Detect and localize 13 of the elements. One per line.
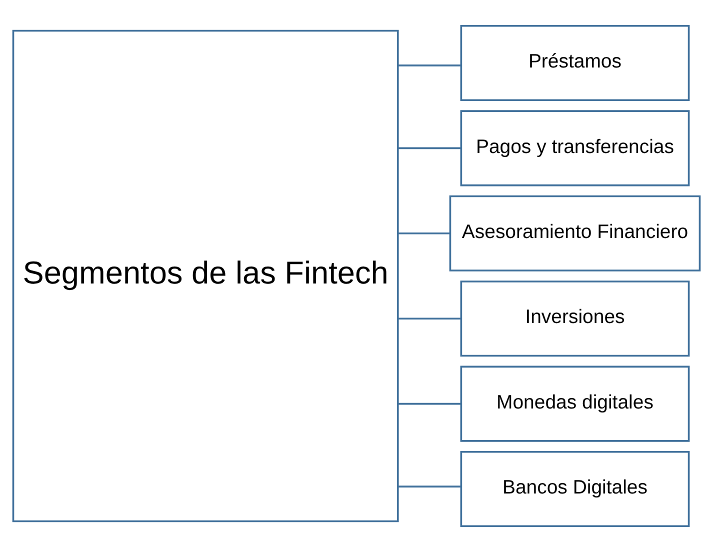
connector — [398, 232, 450, 234]
node-box: Asesoramiento Financiero — [449, 194, 701, 271]
connector — [398, 402, 461, 404]
connector — [398, 146, 461, 149]
connector — [398, 317, 461, 320]
node-box: Préstamos — [460, 24, 690, 101]
node-box: Segmentos de las Fintech — [12, 29, 399, 522]
node-box: Bancos Digitales — [460, 450, 690, 527]
connector — [398, 485, 461, 487]
node-box: Pagos y transferencias — [460, 110, 690, 186]
node-box: Monedas digitales — [460, 365, 690, 442]
node-box: Inversiones — [460, 280, 690, 356]
connector — [398, 64, 461, 66]
